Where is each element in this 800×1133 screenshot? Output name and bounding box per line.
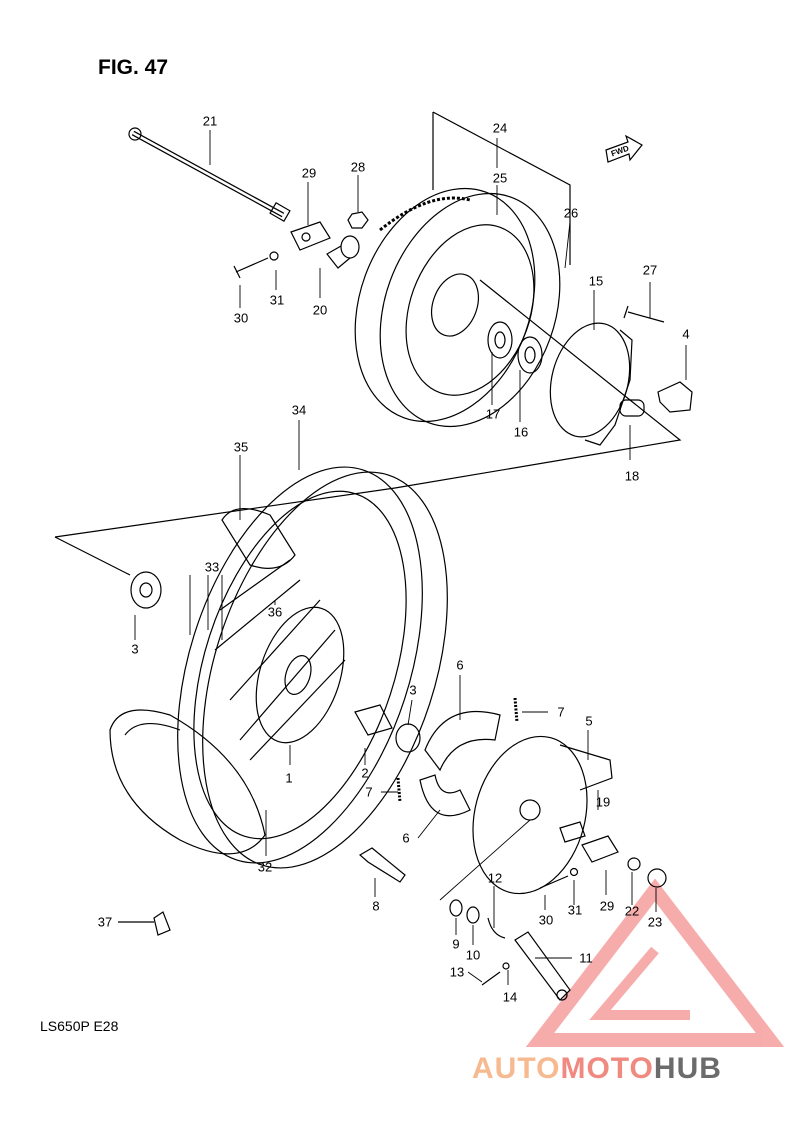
bolt-30a xyxy=(233,257,269,279)
callout-19: 19 xyxy=(595,794,611,810)
spacer-2 xyxy=(354,704,393,736)
spacer-29 xyxy=(290,221,331,251)
axle xyxy=(128,127,291,223)
nut-14 xyxy=(502,962,510,970)
bolt-30b xyxy=(539,875,569,889)
callout-4: 4 xyxy=(682,326,690,342)
plate-29b xyxy=(581,835,619,863)
bearing-17 xyxy=(487,321,513,359)
callout-5: 5 xyxy=(585,713,593,729)
figure-title: FIG. 47 xyxy=(98,56,169,79)
callout-3-right: 3 xyxy=(409,682,417,698)
wheel-hub xyxy=(214,559,346,761)
callout-8: 8 xyxy=(372,898,380,914)
callout-10: 10 xyxy=(465,947,481,963)
callout-30-bottom: 30 xyxy=(538,912,554,928)
collar-20 xyxy=(326,235,360,269)
callout-7-top: 7 xyxy=(557,704,565,720)
callout-12: 12 xyxy=(487,870,503,886)
callout-31: 31 xyxy=(269,292,285,308)
callout-25: 25 xyxy=(492,170,508,186)
washer-31a xyxy=(269,251,279,261)
valve-cap-37 xyxy=(153,911,171,936)
callout-35: 35 xyxy=(233,439,249,455)
rear-tire xyxy=(177,466,448,869)
callout-21: 21 xyxy=(202,113,218,129)
washer-9 xyxy=(449,899,463,917)
hub-15 xyxy=(549,322,645,446)
washer-31b xyxy=(569,867,579,877)
damper-4 xyxy=(657,381,693,413)
callout-36: 36 xyxy=(267,604,283,620)
callout-1: 1 xyxy=(285,770,293,786)
inner-tube xyxy=(109,709,266,855)
callout-6-top: 6 xyxy=(456,657,464,673)
bearing-3a xyxy=(130,571,162,609)
callout-23: 23 xyxy=(647,914,663,930)
brake-panel xyxy=(472,735,613,895)
callout-18: 18 xyxy=(624,468,640,484)
callout-24: 24 xyxy=(492,120,508,136)
callout-33: 33 xyxy=(204,559,220,575)
spring-7a xyxy=(513,697,519,723)
watermark-moto: MOTO xyxy=(560,1052,654,1085)
callout-9: 9 xyxy=(452,936,460,952)
sprocket-drum xyxy=(354,187,561,428)
brake-cam-8 xyxy=(358,847,406,883)
rim-band-35 xyxy=(221,508,296,569)
callout-30: 30 xyxy=(233,310,249,326)
washer-10 xyxy=(466,906,480,924)
callout-15: 15 xyxy=(588,273,604,289)
callout-31-bottom: 31 xyxy=(567,902,583,918)
callout-37: 37 xyxy=(97,914,113,930)
callout-2: 2 xyxy=(361,765,369,781)
nut-23 xyxy=(647,868,667,888)
callout-29: 29 xyxy=(301,165,317,181)
bearing-16 xyxy=(517,336,543,374)
callout-32: 32 xyxy=(257,859,273,875)
callout-26: 26 xyxy=(563,205,579,221)
brake-shoes xyxy=(419,711,501,817)
watermark-auto: AUTO xyxy=(472,1052,561,1085)
callout-34: 34 xyxy=(291,402,307,418)
callout-14: 14 xyxy=(502,989,518,1005)
callout-6-bottom: 6 xyxy=(402,830,410,846)
watermark-triangle xyxy=(525,878,785,1047)
washer-22 xyxy=(627,857,641,871)
callout-7-bottom: 7 xyxy=(365,784,373,800)
leader-lines xyxy=(134,130,687,985)
model-code: LS650P E28 xyxy=(40,1018,119,1034)
callout-29-bottom: 29 xyxy=(599,898,615,914)
spring-7b xyxy=(396,777,402,803)
nut-28 xyxy=(347,211,369,229)
callout-22: 22 xyxy=(624,903,640,919)
bolt-27 xyxy=(623,305,665,323)
fwd-arrow-icon xyxy=(605,134,643,163)
callout-3-left: 3 xyxy=(131,641,139,657)
callout-27: 27 xyxy=(642,262,658,278)
cam-lever-11 xyxy=(514,931,571,1001)
callout-28: 28 xyxy=(350,159,366,175)
watermark-hub: HUB xyxy=(653,1052,722,1085)
spacer-19 xyxy=(559,821,586,843)
watermark-logo: AUTOMOTOHUB xyxy=(472,1052,722,1086)
seal-12 xyxy=(487,917,506,939)
callout-20: 20 xyxy=(312,302,328,318)
bolt-13 xyxy=(481,971,501,986)
callout-13: 13 xyxy=(449,964,465,980)
callout-11: 11 xyxy=(579,950,593,966)
callout-17: 17 xyxy=(485,406,501,422)
callout-16: 16 xyxy=(513,424,529,440)
